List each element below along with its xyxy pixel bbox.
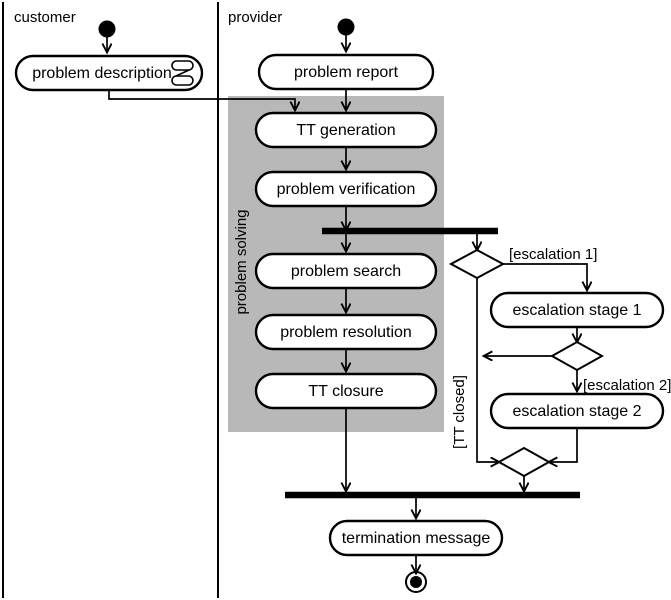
final-node-ring: [405, 571, 427, 593]
edge-problem-description-to-tt-generation: [108, 90, 295, 110]
activity-problem-report[interactable]: problem report: [257, 53, 435, 91]
customer-initial-node[interactable]: [98, 20, 116, 38]
provider-initial-node[interactable]: [337, 18, 355, 36]
activity-tt-generation-label: TT generation: [296, 122, 395, 139]
swimlane-frame: [2, 2, 219, 598]
subactivity-icon: [171, 60, 194, 86]
edge-escalation-stage-2-to-merge: [549, 428, 578, 462]
activity-tt-closure[interactable]: TT closure: [254, 372, 438, 410]
activity-problem-verification-label: problem verification: [277, 181, 416, 198]
merge-node[interactable]: [496, 446, 552, 478]
activity-problem-verification[interactable]: problem verification: [254, 170, 438, 208]
edge-decision-1-to-escalation-stage-1: [503, 263, 587, 290]
activity-termination-message-label: termination message: [342, 530, 491, 547]
swimlane-title-provider: provider: [228, 9, 282, 26]
activity-problem-report-label: problem report: [294, 64, 399, 81]
partition-label: problem solving: [233, 209, 250, 314]
activity-problem-resolution-label: problem resolution: [280, 324, 412, 341]
decision-node-1[interactable]: [448, 248, 506, 280]
guard-escalation-2: [escalation 2]: [583, 377, 671, 394]
swimlane-title-customer: customer: [14, 9, 76, 26]
decision-node-2[interactable]: [549, 340, 605, 372]
final-node-dot: [410, 576, 422, 588]
activity-termination-message[interactable]: termination message: [328, 519, 504, 557]
activity-escalation-stage-1[interactable]: escalation stage 1: [489, 291, 665, 329]
final-node[interactable]: [405, 571, 427, 593]
activity-problem-description[interactable]: problem description: [14, 54, 204, 92]
activity-problem-search-label: problem search: [291, 263, 401, 280]
activity-escalation-stage-2[interactable]: escalation stage 2: [489, 392, 665, 430]
activity-tt-generation[interactable]: TT generation: [254, 111, 438, 149]
guard-escalation-1: [escalation 1]: [509, 246, 597, 263]
activity-problem-search[interactable]: problem search: [254, 252, 438, 290]
activity-tt-closure-label: TT closure: [308, 383, 383, 400]
activity-problem-description-label: problem description: [32, 65, 172, 82]
edge-tt-closed-to-merge: [476, 459, 499, 462]
activity-problem-resolution[interactable]: problem resolution: [254, 313, 438, 351]
guard-tt-closed: [TT closed]: [451, 375, 468, 449]
activity-escalation-stage-2-label: escalation stage 2: [513, 403, 642, 420]
activity-escalation-stage-1-label: escalation stage 1: [513, 302, 642, 319]
